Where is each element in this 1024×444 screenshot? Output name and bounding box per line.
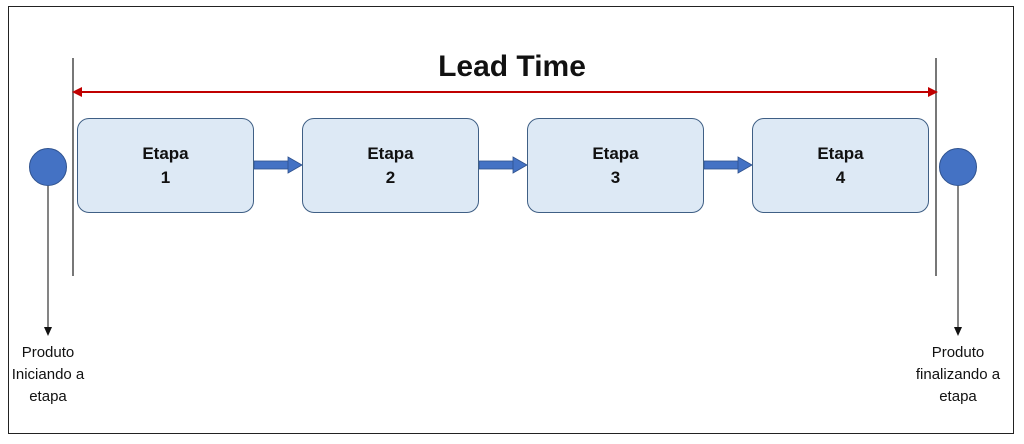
start-caption: Produto Iniciando a etapa — [0, 342, 118, 408]
step-box-1: Etapa 1 — [77, 118, 254, 213]
end-caption-line: Produto — [931, 344, 985, 361]
start-boundary-line — [72, 58, 74, 276]
step-label: Etapa — [367, 143, 414, 163]
step-box-4: Etapa 4 — [752, 118, 929, 213]
diagram-frame — [8, 6, 1014, 434]
step-number: 3 — [610, 167, 621, 187]
step-connector-arrow — [704, 156, 752, 174]
start-caption-line: Iniciando a — [11, 366, 85, 383]
step-connector-arrow — [479, 156, 527, 174]
step-label: Etapa — [817, 143, 864, 163]
start-node — [29, 148, 67, 186]
end-caption-line: etapa — [939, 388, 977, 405]
lead-time-arrow — [72, 87, 938, 97]
end-caption-line: finalizando a — [915, 366, 1001, 383]
step-number: 2 — [385, 167, 396, 187]
step-label: Etapa — [592, 143, 639, 163]
diagram-title: Lead Time — [438, 50, 586, 83]
start-caption-line: etapa — [29, 388, 67, 405]
start-down-arrow — [44, 186, 52, 336]
step-box-2: Etapa 2 — [302, 118, 479, 213]
end-caption: Produto finalizando a etapa — [888, 342, 1024, 408]
step-label: Etapa — [142, 143, 189, 163]
step-box-3: Etapa 3 — [527, 118, 704, 213]
step-number: 1 — [160, 167, 171, 187]
end-down-arrow — [954, 186, 962, 336]
start-caption-line: Produto — [21, 344, 75, 361]
end-node — [939, 148, 977, 186]
step-number: 4 — [835, 167, 846, 187]
step-connector-arrow — [254, 156, 302, 174]
end-boundary-line — [935, 58, 937, 276]
